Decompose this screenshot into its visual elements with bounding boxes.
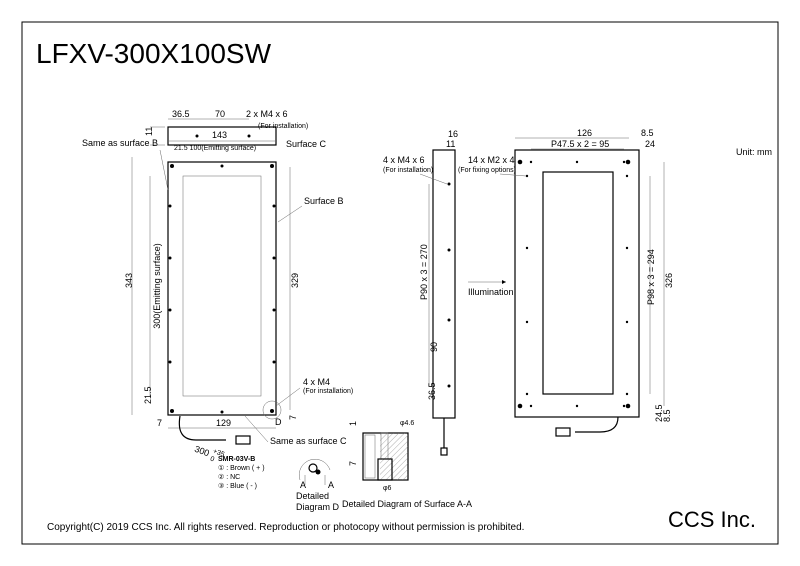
dim-text: 24.5 (654, 404, 664, 422)
dim-text: P98 x 3 = 294 (646, 249, 656, 305)
screw-callout: 4 x M4 x 6 (383, 155, 425, 165)
callout-surface-b: Surface B (304, 196, 344, 206)
dim-text: +35 (212, 448, 226, 459)
section-marker: A (300, 480, 306, 490)
callout-surface-c: Surface C (286, 139, 327, 149)
copyright-notice: Copyright(C) 2019 CCS Inc. All rights re… (47, 522, 524, 533)
dim-text: 126 (577, 128, 592, 138)
caption: Detailed Diagram of Surface A-A (342, 499, 472, 509)
callout-same-as-surface-b: Same as surface B (82, 138, 158, 148)
dim-text: 300(Emitting surface) (152, 243, 162, 329)
screw-callout: 2 x M4 x 6 (246, 109, 288, 119)
screw-note: (For installation) (303, 388, 353, 395)
dim-text: 8.5 (641, 128, 654, 138)
dim-text: 70 (215, 109, 225, 119)
caption: Detailed (296, 491, 329, 501)
dim-text: 7 (348, 461, 358, 466)
dim-text: 7 (157, 418, 162, 428)
product-title: LFXV-300X100SW (36, 38, 272, 69)
illumination-label: Illumination (468, 287, 514, 297)
screw-note: (For installation) (383, 167, 433, 174)
connector (235, 435, 251, 445)
dim-text: 343 (124, 273, 134, 288)
dim-text: 90 (429, 342, 439, 352)
screw-note: (For fixing options) (458, 167, 516, 174)
sheet-border (21, 21, 779, 545)
dim-text: 11 (446, 139, 455, 149)
dim-text: 129 (216, 418, 231, 428)
dim-text: 21.5 (143, 386, 153, 404)
dim-text: 300 (193, 444, 211, 459)
unit-label: Unit: mm (736, 147, 772, 157)
pin-label: ③ : Blue ( - ) (218, 482, 257, 490)
dim-text: φ4.6 (400, 420, 414, 427)
dim-text: 24 (645, 139, 655, 149)
caption: Diagram D (296, 502, 340, 512)
dim-text: 11 (144, 127, 154, 136)
screw-callout: 14 x M2 x 4 (468, 155, 515, 165)
dim-text: 16 (448, 129, 458, 139)
dim-text: 36.5 (427, 382, 437, 400)
detail-diagram-d: A A Detailed Diagram D (296, 458, 340, 512)
dim-text: 329 (290, 273, 300, 288)
section-marker: A (328, 480, 334, 490)
dim-text: 1 (348, 421, 358, 426)
section-a-a: 1 7 φ4.6 φ6 Detailed Diagram of Surface … (342, 420, 472, 509)
pin-label: ① : Brown ( + ) (218, 464, 265, 472)
front-view: 143 21.5 100(Emitting surface) Same as s… (82, 130, 353, 490)
dim-text: P47.5 x 2 = 95 (551, 139, 609, 149)
cable (178, 415, 226, 441)
screw-callout: 4 x M4 (303, 377, 330, 387)
connector-model: SMR-03V-B (218, 456, 255, 463)
side-view: 16 11 4 x M4 x 6 (For installation) P90 … (383, 129, 514, 456)
dim-text: 21.5 100(Emitting surface) (174, 145, 256, 152)
dim-text: 36.5 (172, 109, 190, 119)
dim-text: 0 (209, 456, 215, 464)
dim-text: 8.5 (662, 409, 672, 422)
pin-label: ② : NC (218, 473, 240, 481)
dim-text: 143 (212, 130, 227, 140)
company-name: CCS Inc. (668, 507, 756, 532)
top-view: 11 36.5 70 2 x M4 x 6 (For installation) (144, 109, 308, 146)
dim-text: 326 (664, 273, 674, 288)
dim-text: 7 (288, 415, 298, 420)
back-view: 126 8.5 P47.5 x 2 = 95 24 14 x M2 x 4 (F… (458, 128, 674, 437)
dim-text: P90 x 3 = 270 (419, 244, 429, 300)
screw-note: (For installation) (258, 123, 308, 130)
callout-same-as-surface-c: Same as surface C (270, 436, 347, 446)
dim-text: φ6 (383, 485, 392, 492)
detail-label-d: D (275, 417, 282, 427)
